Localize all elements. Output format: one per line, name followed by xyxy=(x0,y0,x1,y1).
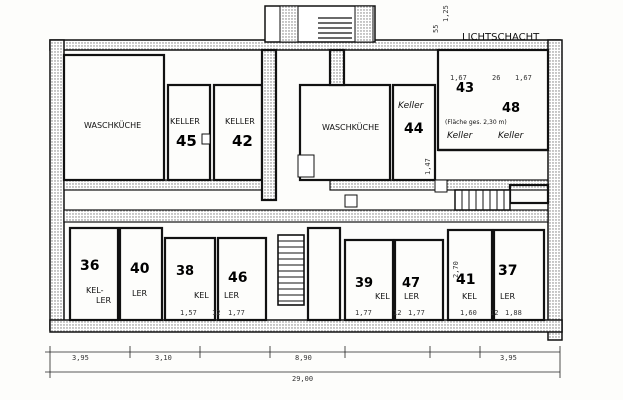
dim-side-vert: 2,70 xyxy=(452,261,460,278)
dim-ext-4: 3,95 xyxy=(500,354,517,362)
keller-42-label: KELLER xyxy=(225,117,255,126)
keller-48-label: Keller xyxy=(498,131,525,141)
dim-overall: 29,00 xyxy=(292,375,313,383)
cell-37-label: LER xyxy=(500,292,516,301)
dim-bot-2: 12 xyxy=(212,309,220,317)
cell-39-number: 39 xyxy=(355,276,373,291)
right-staircase xyxy=(454,189,511,211)
dim-bot-8: 12 xyxy=(490,309,498,317)
dim-top-b: 26 xyxy=(492,74,500,82)
cell-47-label: LER xyxy=(404,292,420,301)
lichtschacht-label: LICHTSCHACHT xyxy=(462,32,540,43)
cell-41-number: 41 xyxy=(456,272,475,288)
fixtures xyxy=(201,133,448,208)
keller-48-number: 48 xyxy=(502,101,520,116)
interior-walls xyxy=(62,48,550,205)
waschkueche-mid-label: WASCHKÜCHE xyxy=(322,122,379,132)
cell-36-label-b: LER xyxy=(96,296,112,305)
cell-46-label: LER xyxy=(224,291,240,300)
keller-45-label: KELLER xyxy=(170,117,200,126)
cell-40-number: 40 xyxy=(130,261,150,277)
dim-ext-2: 3,10 xyxy=(155,354,172,362)
keller-43-label: Keller xyxy=(447,131,474,141)
central-staircase xyxy=(277,234,305,306)
lower-cells xyxy=(68,226,546,322)
keller-44-number: 44 xyxy=(404,121,424,137)
cell-39-label: KEL xyxy=(375,292,390,301)
cell-36-number: 36 xyxy=(80,258,99,274)
cell-47-number: 47 xyxy=(402,276,420,291)
dim-bot-9: 1,88 xyxy=(505,309,522,317)
cell-38-label: KEL xyxy=(194,291,209,300)
cell-40-label: LER xyxy=(132,289,148,298)
dim-ext-3: 8,90 xyxy=(295,354,312,362)
dim-top-vert2: 1,25 xyxy=(442,5,450,22)
keller-45-number: 45 xyxy=(176,132,197,150)
keller-43-number: 43 xyxy=(456,81,474,96)
dim-bot-5: 12 xyxy=(393,309,401,317)
dim-bot-6: 1,77 xyxy=(408,309,425,317)
dim-ext-1: 3,95 xyxy=(72,354,89,362)
area-note: (Fläche ges. 2,30 m) xyxy=(445,119,507,126)
dim-bot-7: 1,60 xyxy=(460,309,477,317)
dim-top-c: 1,67 xyxy=(515,74,532,82)
top-lightwell xyxy=(264,5,376,43)
cell-41-label: KEL xyxy=(462,292,477,301)
dim-bot-4: 1,77 xyxy=(355,309,372,317)
cell-37-number: 37 xyxy=(498,263,517,279)
dim-mid-vert: 1,47 xyxy=(424,158,432,175)
dim-bot-3: 1,77 xyxy=(228,309,245,317)
dim-top-a: 1,67 xyxy=(450,74,467,82)
dim-bot-1: 1,57 xyxy=(180,309,197,317)
dim-top-vert: 55 xyxy=(432,25,440,33)
cell-46-number: 46 xyxy=(228,270,247,286)
keller-42-number: 42 xyxy=(232,132,253,150)
dimension-chain xyxy=(45,346,561,378)
cell-38-number: 38 xyxy=(176,264,194,279)
waschkueche-left-label: WASCHKÜCHE xyxy=(84,120,141,130)
cell-36-label-a: KEL- xyxy=(86,286,104,295)
keller-44-label: Keller xyxy=(398,101,425,111)
